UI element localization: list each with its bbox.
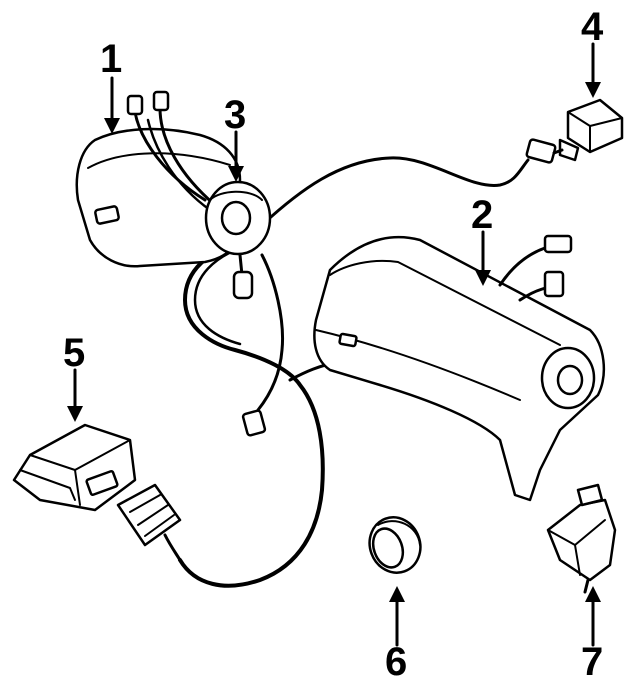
callout-4: 4 — [581, 5, 604, 49]
callout-leaders — [67, 42, 601, 647]
callout-3: 3 — [224, 93, 246, 137]
callout-2: 2 — [471, 193, 493, 237]
harness-connector — [241, 409, 267, 437]
part-2-passenger-airbag-module — [313, 234, 605, 502]
part-3-clock-spring — [204, 180, 272, 300]
callout-6: 6 — [385, 640, 407, 684]
part-6-grommet — [368, 516, 422, 574]
part-7-bracket — [546, 483, 617, 594]
callout-5: 5 — [63, 331, 85, 375]
part-5-control-module — [12, 423, 182, 562]
callout-1: 1 — [100, 37, 122, 81]
part-4-sensor — [525, 98, 624, 164]
callout-7: 7 — [581, 640, 603, 684]
